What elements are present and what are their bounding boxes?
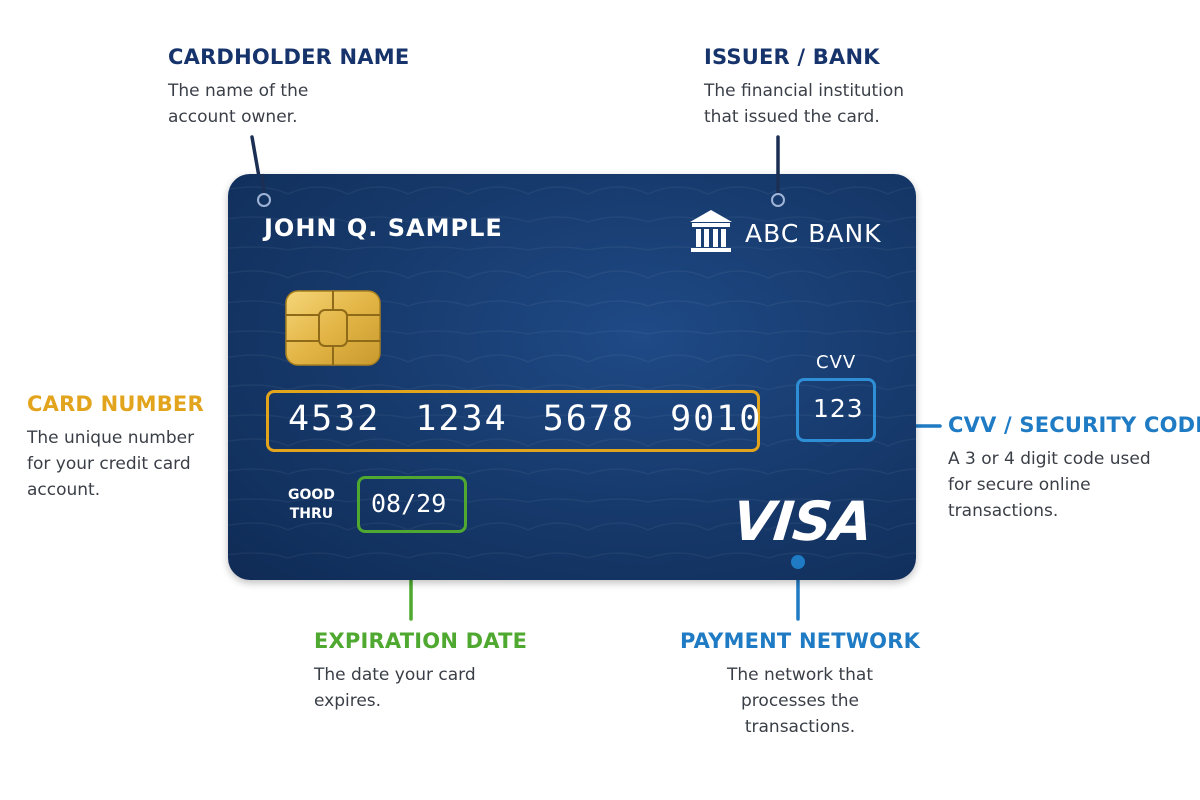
callout-description: The network that processes the transacti… <box>680 662 920 740</box>
desc-line: The network that <box>727 665 873 685</box>
card-wave-line <box>228 216 916 223</box>
callout-payment-network: PAYMENT NETWORK The network that process… <box>680 629 920 740</box>
bank-name: ABC BANK <box>745 219 882 248</box>
expiry-highlight <box>357 476 467 533</box>
good-thru-line: THRU <box>289 506 334 522</box>
desc-line: transactions. <box>744 717 856 737</box>
callout-title: PAYMENT NETWORK <box>680 629 921 653</box>
card-wave-line <box>228 498 916 503</box>
desc-line: transactions. <box>948 501 1059 521</box>
card-number: 4532 1234 5678 9010 <box>288 399 763 439</box>
desc-line: expires. <box>314 691 382 711</box>
card-number-highlight <box>266 390 760 452</box>
desc-line: for secure online <box>948 475 1091 495</box>
card-wave-line <box>228 438 916 447</box>
callout-cvv-security-code: CVV / SECURITY CODE A 3 or 4 digit code … <box>948 413 1200 524</box>
callout-cardholder-name: CARDHOLDER NAME The name of the account … <box>168 45 409 130</box>
callout-description: A 3 or 4 digit code used for secure onli… <box>948 446 1200 524</box>
card-wave-line <box>228 186 916 195</box>
desc-line: processes the <box>741 691 859 711</box>
good-thru-line: GOOD <box>288 487 335 503</box>
callout-description: The unique number for your credit card a… <box>27 425 204 503</box>
callout-card-number: CARD NUMBER The unique number for your c… <box>27 392 204 503</box>
visa-logo: VISA <box>729 490 875 553</box>
callout-description: The financial institution that issued th… <box>704 78 904 130</box>
card-wave-line <box>228 246 916 251</box>
card-wave-line <box>228 552 916 559</box>
desc-line: for your credit card <box>27 454 191 474</box>
callout-title: EXPIRATION DATE <box>314 629 528 653</box>
desc-line: account. <box>27 480 101 500</box>
desc-line: A 3 or 4 digit code used <box>948 449 1151 469</box>
callout-description: The date your card expires. <box>314 662 527 714</box>
bank-building-icon <box>690 210 732 252</box>
desc-line: The financial institution <box>704 81 905 101</box>
callout-expiration-date: EXPIRATION DATE The date your card expir… <box>314 629 527 714</box>
cvv-label: CVV <box>816 352 857 373</box>
callout-title: CARDHOLDER NAME <box>168 45 410 69</box>
card-wave-pattern <box>228 186 916 559</box>
cardholder-name: JOHN Q. SAMPLE <box>264 214 503 242</box>
cvv-highlight <box>796 378 876 442</box>
expiry-date: 08/29 <box>371 489 447 518</box>
cvv-value: 123 <box>813 394 864 423</box>
desc-line: The date your card <box>314 665 476 685</box>
callout-issuer-bank: ISSUER / BANK The financial institution … <box>704 45 904 130</box>
callout-title: ISSUER / BANK <box>704 45 880 69</box>
callout-title: CVV / SECURITY CODE <box>948 413 1200 437</box>
good-thru-label: GOOD THRU <box>288 486 335 524</box>
callout-description: The name of the account owner. <box>168 78 409 130</box>
credit-card: JOHN Q. SAMPLE ABC BANK 4532 <box>228 174 916 580</box>
card-wave-line <box>228 468 916 475</box>
card-wave-line <box>228 522 916 531</box>
callout-title: CARD NUMBER <box>27 392 204 416</box>
card-wave-line <box>228 414 916 419</box>
desc-line: The name of the <box>168 81 309 101</box>
desc-line: account owner. <box>168 107 298 127</box>
emv-chip-icon <box>285 290 381 366</box>
desc-line: that issued the card. <box>704 107 880 127</box>
desc-line: The unique number <box>27 428 195 448</box>
card-wave-line <box>228 270 916 279</box>
